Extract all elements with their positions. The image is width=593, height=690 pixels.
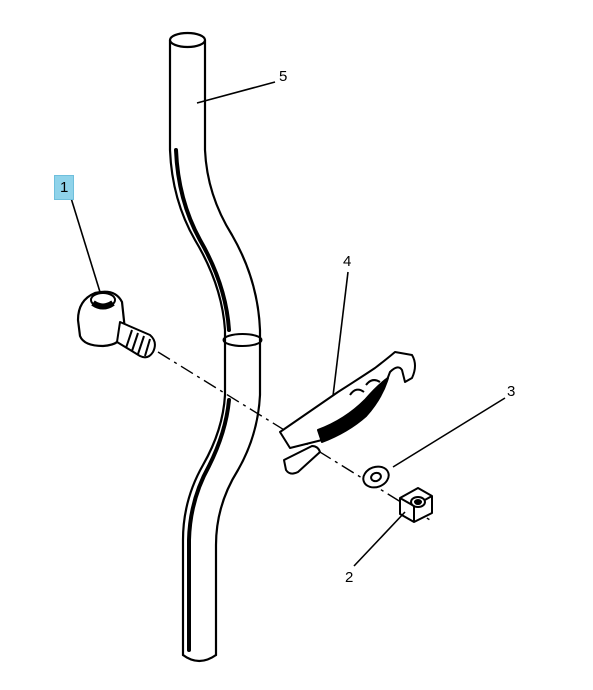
callout-label-5[interactable]: 5 (279, 68, 288, 85)
part-5-rod[interactable] (168, 31, 263, 663)
rod-inner-shade-right (187, 398, 231, 652)
callout-label-4[interactable]: 4 (343, 253, 352, 270)
eye-bolt-thread-3 (137, 335, 145, 355)
callout-label-3[interactable]: 3 (507, 383, 516, 400)
part-4-bracket[interactable] (279, 351, 416, 475)
eye-bolt-thread-4 (144, 338, 151, 357)
bracket-notch-2 (365, 379, 381, 386)
leader-line-1 (70, 197, 101, 293)
rod-bottom-end (181, 653, 218, 663)
bracket-slot-shade (317, 377, 389, 443)
eye-bolt-thread-2 (131, 332, 139, 352)
eye-bolt-thread-1 (125, 329, 133, 349)
eye-bolt-hole-shade (91, 300, 115, 310)
part-1-eye-bolt[interactable] (76, 290, 156, 359)
bracket-notch (349, 388, 365, 396)
washer-inner (370, 471, 382, 483)
leader-line-4 (332, 271, 349, 397)
callout-label-1[interactable]: 1 (54, 175, 75, 200)
bracket-upper-arm (279, 351, 416, 449)
rod-ring (222, 333, 263, 347)
leader-line-5 (196, 81, 276, 104)
rod-outline-left (168, 38, 227, 657)
callout-label-2[interactable]: 2 (345, 569, 354, 586)
nut-hole-inner (414, 499, 422, 505)
leader-lines (70, 81, 506, 567)
part-3-washer[interactable] (360, 463, 391, 491)
bracket-lower-arm (283, 445, 321, 475)
rod-top-end (168, 31, 207, 49)
rod-outline-right (203, 38, 262, 657)
leader-line-3 (392, 397, 506, 468)
rod-inner-shade-left (174, 148, 231, 332)
leader-line-2 (353, 511, 406, 567)
part-2-nut[interactable] (399, 487, 433, 523)
